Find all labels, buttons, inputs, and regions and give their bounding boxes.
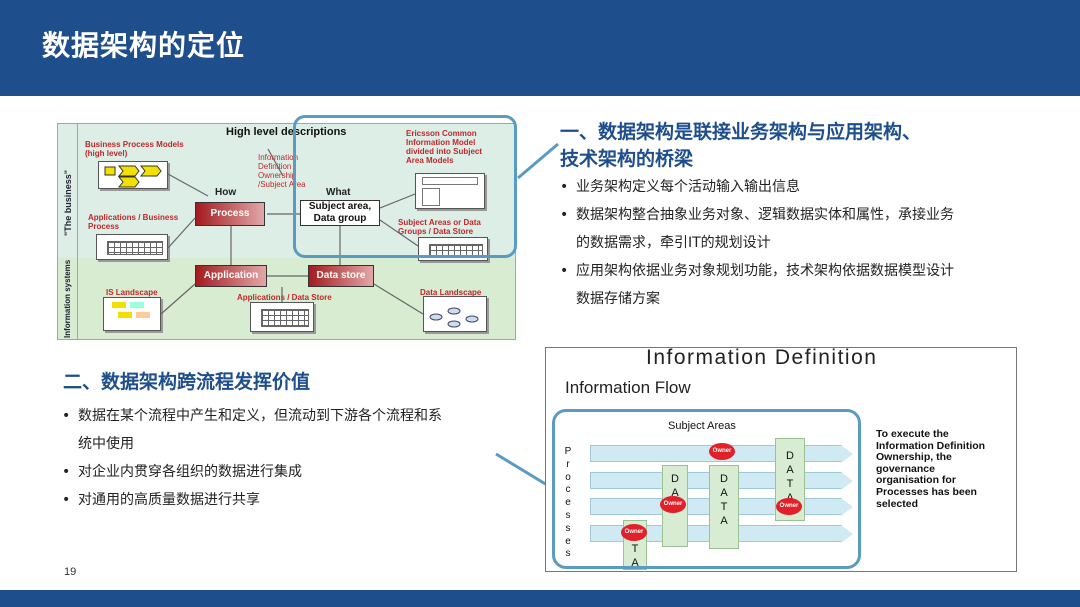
bullet-item: 对企业内贯穿各组织的数据进行集成	[60, 458, 520, 486]
bullet-item: 应用架构依据业务对象规划功能，技术架构依据数据模型设计	[558, 257, 1028, 285]
section1-title-line2: 技术架构的桥梁	[560, 146, 921, 173]
bullet-item: 对通用的高质量数据进行共享	[60, 486, 520, 514]
highlight-ring	[293, 115, 517, 258]
bullet-continuation: 的数据需求，牵引IT的规划设计	[558, 229, 1028, 257]
page-number: 19	[64, 566, 76, 578]
info-def-heading: Information Definition	[646, 347, 877, 370]
execution-note: To execute the Information Definition Ow…	[876, 429, 1016, 510]
slide-header: 数据架构的定位	[0, 0, 1080, 96]
bullet-item: 数据架构整合抽象业务对象、逻辑数据实体和属性，承接业务	[558, 201, 1028, 229]
bullet-item: 数据在某个流程中产生和定义，但流动到下游各个流程和系	[60, 402, 520, 430]
callout-line	[516, 140, 560, 180]
section2-bullets: 数据在某个流程中产生和定义，但流动到下游各个流程和系 统中使用 对企业内贯穿各组…	[60, 402, 520, 514]
bullet-continuation: 数据存储方案	[558, 285, 1028, 313]
figure-highlight-ring	[552, 409, 861, 569]
section2-title: 二、数据架构跨流程发挥价值	[63, 369, 310, 396]
bullet-continuation: 统中使用	[60, 430, 520, 458]
slide-title: 数据架构的定位	[42, 24, 245, 64]
section1-bullets: 业务架构定义每个活动输入输出信息 数据架构整合抽象业务对象、逻辑数据实体和属性，…	[558, 173, 1028, 313]
bullet-item: 业务架构定义每个活动输入输出信息	[558, 173, 1028, 201]
info-flow-heading: Information Flow	[565, 378, 691, 398]
section1-title-line1: 一、数据架构是联接业务架构与应用架构、	[560, 119, 921, 146]
footer-bar	[0, 590, 1080, 607]
section1-title: 一、数据架构是联接业务架构与应用架构、 技术架构的桥梁	[560, 119, 921, 173]
